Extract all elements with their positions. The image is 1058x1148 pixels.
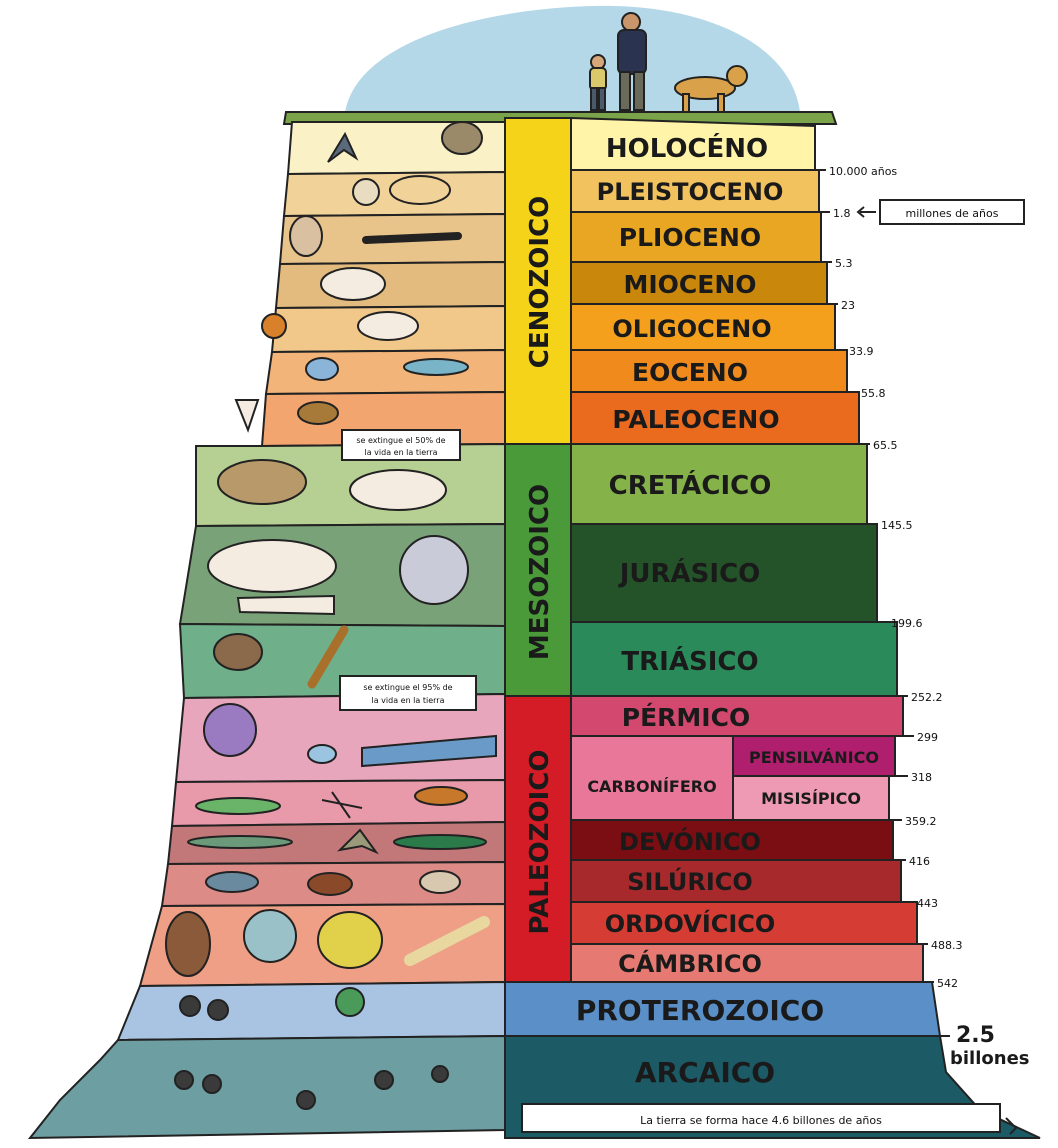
- age-145-5: 145.5: [881, 519, 913, 532]
- period-permico: PÉRMICO: [622, 703, 750, 732]
- period-proterozoico: PROTEROZOICO: [576, 994, 824, 1027]
- age-23: 23: [841, 299, 855, 312]
- era-cenozoico: CENOZOICO: [525, 196, 555, 369]
- footprint-icon: [214, 634, 262, 670]
- tooth-icon: [236, 400, 258, 430]
- period-carbonifero: CARBONÍFERO: [587, 777, 716, 796]
- rock-4-icon: [432, 1066, 448, 1082]
- trex-jaw-icon: [238, 596, 334, 614]
- bone-icon: [366, 236, 458, 240]
- age-33-9: 33.9: [849, 345, 874, 358]
- trilobite-fossil-icon: [218, 460, 306, 504]
- age-359-2: 359.2: [905, 815, 937, 828]
- age-199-6: 199.6: [891, 617, 923, 630]
- caterpillar-icon: [415, 787, 467, 805]
- fossil-strata: [30, 122, 505, 1138]
- extinction-note-1-line1: se extingue el 50% de: [356, 436, 445, 445]
- small-shell-icon: [308, 745, 336, 763]
- era-paleozoico: PALEOZOICO: [525, 749, 555, 934]
- skull-icon: [353, 179, 379, 205]
- period-jurasico: JURÁSICO: [618, 557, 761, 589]
- rock-2-icon: [203, 1075, 221, 1093]
- age-billones: billones: [950, 1048, 1030, 1069]
- period-cambrico: CÁMBRICO: [618, 949, 762, 978]
- age-65-5: 65.5: [873, 439, 898, 452]
- crocodile-icon: [188, 836, 292, 848]
- skull-fossil-2-icon: [358, 312, 418, 340]
- sea-scorpion-icon: [308, 873, 352, 895]
- stromatolite-2-icon: [208, 1000, 228, 1020]
- age-299: 299: [917, 731, 938, 744]
- rock-3-icon: [375, 1071, 393, 1089]
- lizard-icon: [196, 798, 280, 814]
- rock-icon: [175, 1071, 193, 1089]
- spiral-shell-icon: [204, 704, 256, 756]
- skull-fossil-icon: [321, 268, 385, 300]
- fish-icon: [404, 359, 468, 375]
- age-416: 416: [909, 855, 930, 868]
- period-pleistoceno: PLEISTOCENO: [597, 178, 784, 206]
- millones-note-text: millones de años: [905, 207, 998, 220]
- stromatolite-icon: [180, 996, 200, 1016]
- leaf-icon: [298, 402, 338, 424]
- trilobite-icon: [166, 912, 210, 976]
- age-2-5: 2.5: [956, 1023, 995, 1048]
- millones-note: millones de años: [858, 200, 1024, 224]
- amphibian-icon: [394, 835, 486, 849]
- green-algae-icon: [336, 988, 364, 1016]
- period-arcaico: ARCAICO: [635, 1056, 775, 1089]
- extinction-note-1-line2: la vida en la tierra: [365, 448, 438, 457]
- sponge-icon: [318, 912, 382, 968]
- period-plioceno: PLIOCENO: [619, 223, 761, 252]
- extinction-note-2-line2: la vida en la tierra: [372, 696, 445, 705]
- ammonite-icon: [400, 536, 468, 604]
- age-443: 443: [917, 897, 938, 910]
- trex-skull-icon: [208, 540, 336, 592]
- age-252-2: 252.2: [911, 691, 943, 704]
- period-holoceno: HOLOCÉNO: [606, 132, 768, 164]
- shell-icon: [306, 358, 338, 380]
- age-488-3: 488.3: [931, 939, 963, 952]
- sky-dome: [345, 6, 800, 112]
- extinction-note-1: se extingue el 50% de la vida en la tier…: [342, 430, 460, 460]
- era-mesozoico: MESOZOICO: [525, 484, 555, 660]
- age-318: 318: [911, 771, 932, 784]
- period-ordovicico: ORDOVÍCICO: [605, 909, 776, 938]
- earth-formation-text: La tierra se forma hace 4.6 billones de …: [640, 1114, 882, 1127]
- mammoth-tooth-icon: [442, 122, 482, 154]
- period-paleoceno: PALEOCENO: [612, 405, 779, 434]
- period-eoceno: EOCENO: [632, 358, 748, 387]
- period-pensilvanico: PENSILVÁNICO: [749, 748, 879, 767]
- age-55-8: 55.8: [861, 387, 886, 400]
- amber-icon: [262, 314, 286, 338]
- age-5-3: 5.3: [835, 257, 853, 270]
- jaw-fossil-icon: [290, 216, 322, 256]
- brachiopod-icon: [420, 871, 460, 893]
- rock-5-icon: [297, 1091, 315, 1109]
- extinction-note-2: se extingue el 95% de la vida en la tier…: [340, 676, 476, 710]
- period-oligoceno: OLIGOCENO: [612, 315, 771, 343]
- period-cretacico: CRETÁCICO: [609, 469, 772, 501]
- period-misisipico: MISISÍPICO: [761, 789, 861, 808]
- extinction-note-2-line1: se extingue el 95% de: [363, 683, 452, 692]
- age-542: 542: [937, 977, 958, 990]
- period-devonico: DEVÓNICO: [619, 826, 761, 856]
- jawless-fish-icon: [206, 872, 258, 892]
- period-mioceno: MIOCENO: [623, 270, 756, 299]
- earth-formation-note: La tierra se forma hace 4.6 billones de …: [522, 1104, 1016, 1134]
- period-triasico: TRIÁSICO: [621, 645, 758, 677]
- age-1-8: 1.8: [833, 207, 851, 220]
- period-silurico: SILÚRICO: [627, 866, 753, 896]
- age-10000: 10.000 años: [829, 165, 897, 178]
- scallop-icon: [244, 910, 296, 962]
- dino-skull-icon: [350, 470, 446, 510]
